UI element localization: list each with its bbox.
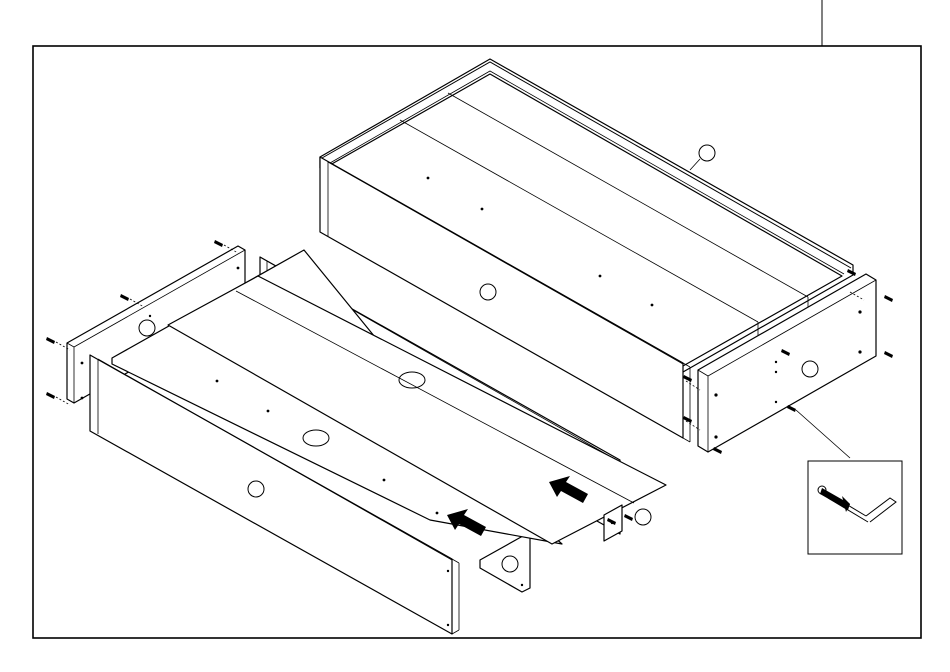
callout-circle — [802, 361, 818, 377]
callout-circle — [139, 320, 155, 336]
callout-circle — [502, 556, 518, 572]
hex-key-callout — [808, 461, 902, 554]
callout-circle — [699, 145, 715, 161]
callout-circle — [635, 509, 651, 525]
callout-circle — [480, 284, 496, 300]
hex-key-icon — [818, 486, 896, 522]
callout-circle — [248, 481, 264, 497]
